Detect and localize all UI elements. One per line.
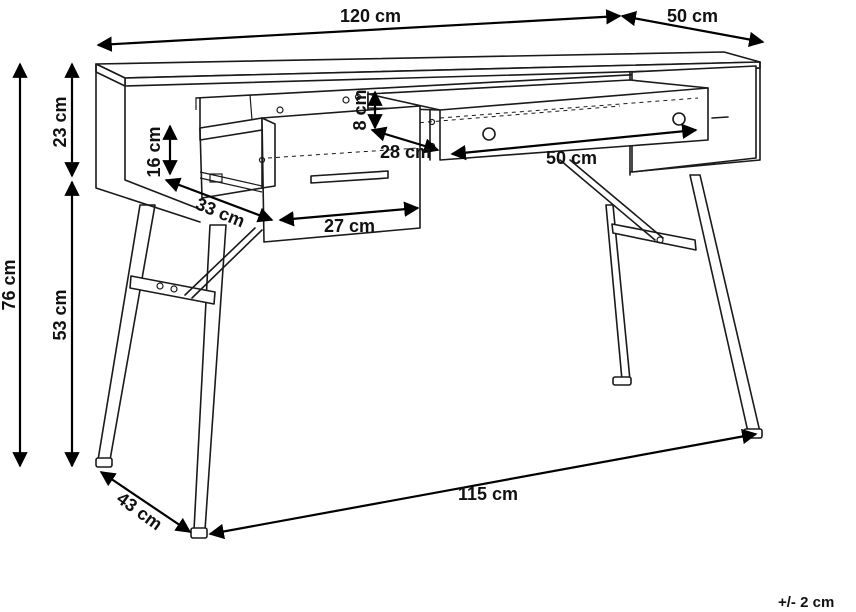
label-tray-width: 50 cm <box>546 148 597 168</box>
front-brace <box>129 227 263 305</box>
label-height-upper: 23 cm <box>50 96 70 147</box>
label-height-total: 76 cm <box>0 259 19 310</box>
front-legs <box>95 204 227 539</box>
label-drawer-width: 27 cm <box>324 216 375 236</box>
label-width-top: 120 cm <box>340 6 401 26</box>
label-height-lower: 53 cm <box>50 289 70 340</box>
label-tray-depth: 28 cm <box>380 142 431 162</box>
label-leg-span: 115 cm <box>458 484 518 504</box>
label-leg-depth: 43 cm <box>113 488 166 534</box>
label-depth-top: 50 cm <box>667 6 718 26</box>
label-drawer-height: 16 cm <box>144 126 164 177</box>
label-tray-height: 8 cm <box>350 89 370 130</box>
dimension-arrows <box>12 9 765 540</box>
rear-brace <box>559 159 697 251</box>
tolerance-note: +/- 2 cm <box>778 594 834 611</box>
rear-legs <box>605 174 763 439</box>
